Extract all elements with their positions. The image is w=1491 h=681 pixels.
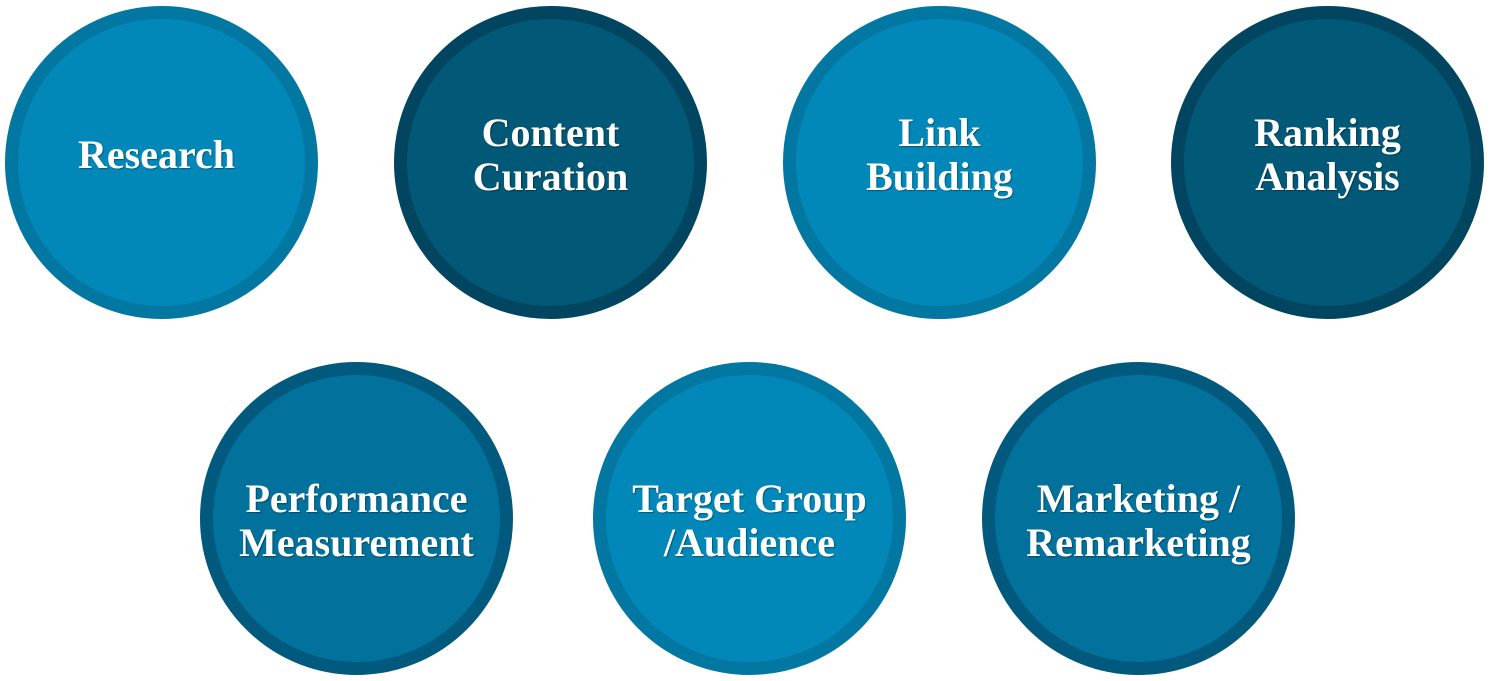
circle-performance-measurement: Performance Measurement xyxy=(200,362,513,675)
circle-content-curation: Content Curation xyxy=(394,6,707,319)
circle-label-ranking-analysis: Ranking Analysis xyxy=(1254,109,1401,199)
circle-label-performance-measurement: Performance Measurement xyxy=(239,475,474,565)
circle-ranking-analysis: Ranking Analysis xyxy=(1171,6,1484,319)
circle-label-target-group-audience: Target Group /Audience xyxy=(632,475,867,565)
circle-label-link-building: Link Building xyxy=(866,109,1013,199)
circle-link-building: Link Building xyxy=(783,6,1096,319)
circle-marketing-remarketing: Marketing / Remarketing xyxy=(982,362,1295,675)
circle-label-marketing-remarketing: Marketing / Remarketing xyxy=(1026,475,1251,565)
circle-label-content-curation: Content Curation xyxy=(472,109,629,199)
circle-label-research: Research xyxy=(78,131,235,177)
circle-target-group-audience: Target Group /Audience xyxy=(593,362,906,675)
circle-research: Research xyxy=(5,6,318,319)
